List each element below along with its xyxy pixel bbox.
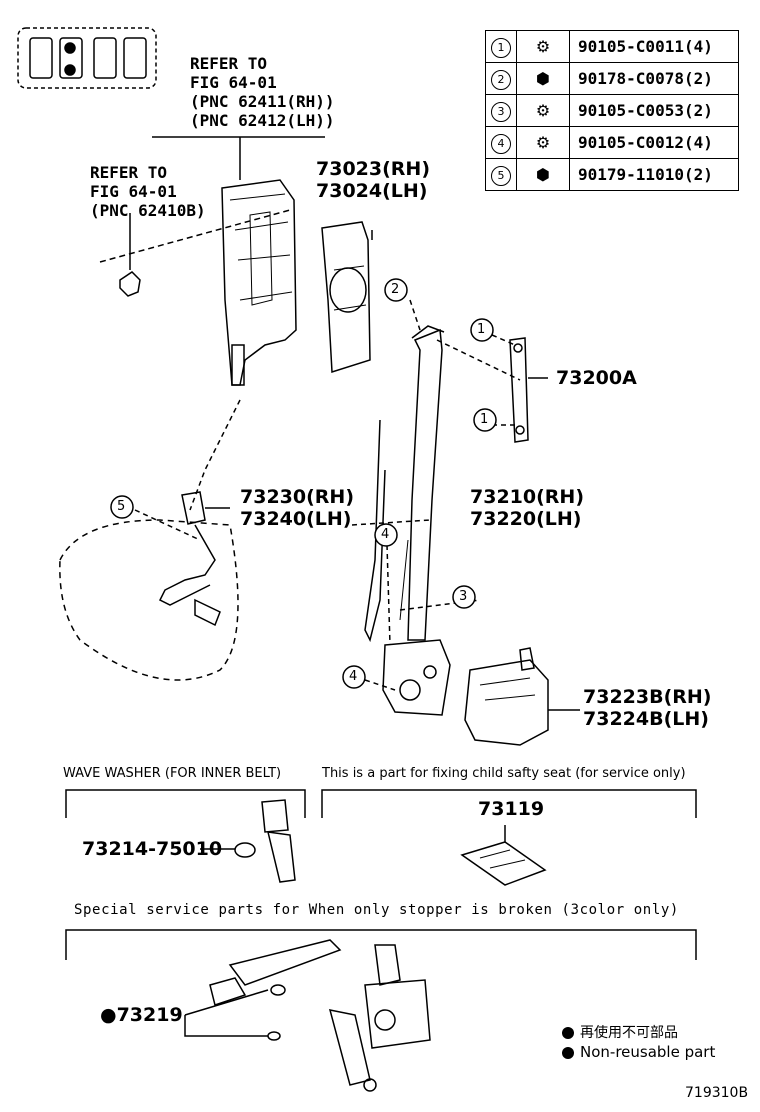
part-number: 90178-C0078(2) — [569, 62, 739, 95]
callout-1a-circle — [470, 318, 494, 342]
row-number: 3 — [491, 101, 511, 122]
refer-a-line3: (PNC 62411(RH)) — [190, 92, 335, 111]
callout-2-circle — [384, 278, 408, 302]
parts-table: 1 ⚙ 90105-C0011(4) 2 ⬢ 90178-C0078(2) 3 … — [485, 30, 739, 191]
refer-b-line3: (PNC 62410B) — [90, 201, 206, 220]
label-child-part: 73119 — [478, 798, 545, 820]
pillar-garnish-drawing — [221, 179, 297, 386]
refer-b-line1: REFER TO — [90, 163, 168, 182]
section-special: Special service parts for When only stop… — [74, 902, 679, 918]
callout-1b-circle — [473, 408, 497, 432]
nut-icon: ⬢ — [536, 69, 550, 88]
callout-5-circle — [110, 495, 134, 519]
refer-a-line2: FIG 64-01 — [190, 73, 277, 92]
refer-block-a: REFER TO FIG 64-01 (PNC 62411(RH)) (PNC … — [190, 54, 335, 130]
part-number: 90105-C0011(4) — [569, 30, 739, 63]
row-number: 1 — [491, 37, 511, 58]
figure-code: 719310B — [685, 1085, 749, 1101]
clip-drawing — [119, 271, 141, 297]
table-row: 4 ⚙ 90105-C0012(4) — [485, 126, 739, 159]
table-row: 3 ⚙ 90105-C0053(2) — [485, 94, 739, 127]
callout-4a-circle — [374, 523, 398, 547]
label-retr-rh: 73223B(RH) — [583, 686, 712, 708]
row-number: 5 — [491, 165, 511, 186]
nut-icon: ⬢ — [536, 165, 550, 184]
table-row: 2 ⬢ 90178-C0078(2) — [485, 62, 739, 95]
label-cover: 73023(RH) 73024(LH) — [316, 158, 430, 202]
seat-layout-icon — [17, 27, 157, 89]
callout-4a: 4 — [381, 527, 390, 542]
callout-5: 5 — [117, 499, 126, 514]
legend-jp: 再使用不可部品 — [562, 1022, 678, 1042]
legend-en: Non-reusable part — [562, 1043, 715, 1061]
refer-a-line1: REFER TO — [190, 54, 268, 73]
label-adjuster: 73200A — [556, 367, 637, 389]
callout-4b-circle — [342, 665, 366, 689]
label-belt-rh: 73210(RH) — [470, 486, 584, 508]
label-cover-rh: 73023(RH) — [316, 158, 430, 180]
bolt-icon: ⚙ — [535, 133, 551, 152]
label-washer-part: 73214-75010 — [82, 838, 223, 860]
callout-2: 2 — [391, 282, 400, 297]
table-row: 5 ⬢ 90179-11010(2) — [485, 158, 739, 191]
callout-3: 3 — [459, 589, 468, 604]
section-child-seat: This is a part for fixing child safty se… — [322, 766, 686, 781]
refer-b-line2: FIG 64-01 — [90, 182, 177, 201]
callout-4b: 4 — [349, 669, 358, 684]
part-number: 90105-C0053(2) — [569, 94, 739, 127]
label-retractor-cover: 73223B(RH) 73224B(LH) — [583, 686, 711, 730]
refer-block-b: REFER TO FIG 64-01 (PNC 62410B) — [90, 163, 206, 220]
bolt-icon: ⚙ — [535, 101, 551, 120]
washer-drawing — [200, 799, 296, 883]
label-belt-lh: 73220(LH) — [470, 508, 582, 530]
table-row: 1 ⚙ 90105-C0011(4) — [485, 30, 739, 63]
label-stopper-part: ●73219 — [100, 1004, 183, 1026]
label-buckle-rh: 73230(RH) — [240, 486, 354, 508]
belt-assembly-drawing — [364, 325, 451, 716]
part-number: 90179-11010(2) — [569, 158, 739, 191]
bullet-icon — [562, 1046, 574, 1059]
buckle-drawing — [158, 491, 230, 627]
part-number: 90105-C0012(4) — [569, 126, 739, 159]
label-cover-lh: 73024(LH) — [316, 180, 428, 202]
section-wave-washer: WAVE WASHER (FOR INNER BELT) — [63, 766, 282, 781]
legend-en-text: Non-reusable part — [580, 1043, 716, 1061]
callout-1a: 1 — [477, 322, 486, 337]
row-number: 2 — [491, 69, 511, 90]
label-buckle-lh: 73240(LH) — [240, 508, 352, 530]
stopper-drawing — [184, 939, 431, 1092]
label-belt: 73210(RH) 73220(LH) — [470, 486, 584, 530]
callout-1b: 1 — [480, 412, 489, 427]
legend-jp-text: 再使用不可部品 — [580, 1025, 678, 1041]
label-buckle: 73230(RH) 73240(LH) — [240, 486, 354, 530]
row-number: 4 — [491, 133, 511, 154]
refer-a-line4: (PNC 62412(LH)) — [190, 111, 335, 130]
adjuster-drawing — [509, 337, 548, 443]
bullet-icon — [562, 1027, 574, 1039]
belt-cover-drawing — [321, 221, 371, 374]
retractor-cover-drawing — [464, 647, 580, 746]
callout-3-circle — [452, 585, 476, 609]
label-retr-lh: 73224B(LH) — [583, 708, 709, 730]
bolt-icon: ⚙ — [535, 37, 551, 56]
child-seat-part-drawing — [460, 825, 547, 886]
